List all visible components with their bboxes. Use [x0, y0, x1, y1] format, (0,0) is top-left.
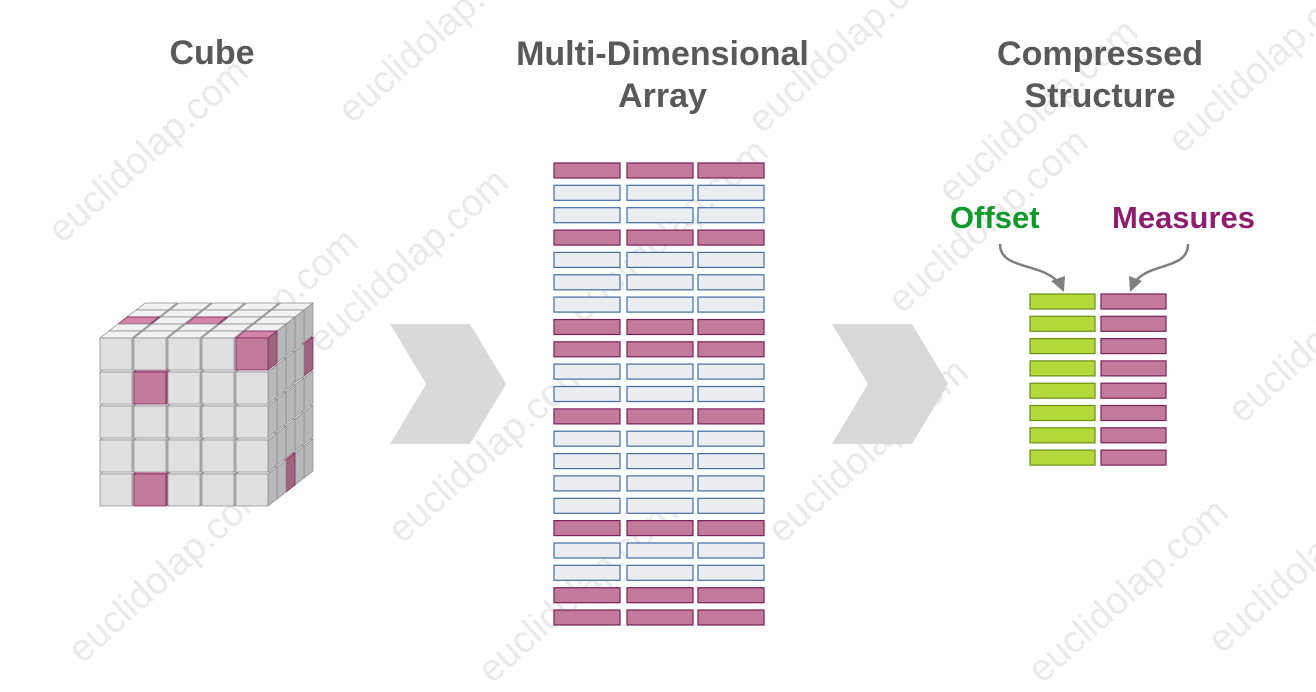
array-cell-empty	[627, 364, 693, 379]
array-cell-empty	[627, 498, 693, 513]
array-cell-empty	[627, 565, 693, 580]
measure-cell	[1101, 339, 1166, 354]
array-cell-empty	[554, 275, 620, 290]
measure-cell	[1101, 383, 1166, 398]
measures-pointer-arrow	[1135, 244, 1188, 282]
array-cell-empty	[627, 543, 693, 558]
compressed-structure-grid	[1030, 294, 1166, 465]
measure-cell	[1101, 294, 1166, 309]
offset-cell	[1030, 428, 1095, 443]
array-cell-empty	[627, 476, 693, 491]
array-cell-filled	[554, 521, 620, 536]
array-cell-filled	[698, 409, 764, 424]
array-cell-filled	[698, 610, 764, 625]
array-cell-filled	[554, 409, 620, 424]
array-cell-filled	[698, 588, 764, 603]
multi-dimensional-array-grid	[554, 163, 764, 625]
array-cell-empty	[698, 252, 764, 267]
cube-cell	[236, 399, 277, 438]
array-cell-empty	[698, 476, 764, 491]
array-cell-filled	[554, 588, 620, 603]
array-cell-empty	[627, 387, 693, 402]
chevron-arrow-icon	[390, 324, 506, 444]
array-cell-empty	[698, 208, 764, 223]
offset-cell	[1030, 316, 1095, 331]
array-cell-empty	[698, 498, 764, 513]
array-cell-empty	[698, 431, 764, 446]
array-cell-filled	[698, 163, 764, 178]
array-cell-filled	[554, 320, 620, 335]
array-cell-filled	[627, 163, 693, 178]
array-cell-filled	[554, 163, 620, 178]
array-cell-filled	[627, 230, 693, 245]
cube-graphic	[100, 303, 313, 506]
array-cell-filled	[627, 320, 693, 335]
array-cell-empty	[554, 498, 620, 513]
array-cell-filled	[627, 521, 693, 536]
array-cell-empty	[698, 275, 764, 290]
array-cell-filled	[627, 342, 693, 357]
diagram-canvas	[0, 0, 1316, 673]
offset-label: Offset	[950, 200, 1040, 236]
array-cell-empty	[627, 275, 693, 290]
cube-cell-highlighted	[236, 331, 277, 370]
offset-cell	[1030, 406, 1095, 421]
cube-cell	[236, 433, 277, 472]
array-cell-empty	[554, 543, 620, 558]
offset-pointer-arrow	[1000, 244, 1058, 282]
cube-cell	[236, 467, 277, 506]
measures-label: Measures	[1112, 200, 1255, 236]
array-cell-filled	[627, 588, 693, 603]
array-cell-filled	[698, 521, 764, 536]
cube-cell	[236, 365, 277, 404]
array-cell-empty	[554, 252, 620, 267]
measure-cell	[1101, 361, 1166, 376]
array-cell-filled	[627, 409, 693, 424]
array-cell-empty	[554, 364, 620, 379]
array-cell-filled	[698, 342, 764, 357]
array-cell-filled	[554, 610, 620, 625]
array-cell-empty	[627, 431, 693, 446]
array-cell-filled	[698, 320, 764, 335]
array-cell-empty	[554, 565, 620, 580]
measure-cell	[1101, 406, 1166, 421]
array-cell-empty	[627, 454, 693, 469]
chevron-arrow-icon	[832, 324, 948, 444]
array-cell-empty	[627, 297, 693, 312]
measure-cell	[1101, 428, 1166, 443]
array-cell-empty	[698, 387, 764, 402]
array-cell-filled	[627, 610, 693, 625]
offset-cell	[1030, 339, 1095, 354]
offset-cell	[1030, 294, 1095, 309]
offset-cell	[1030, 450, 1095, 465]
array-cell-filled	[554, 230, 620, 245]
offset-cell	[1030, 361, 1095, 376]
offset-cell	[1030, 383, 1095, 398]
array-cell-empty	[554, 431, 620, 446]
array-cell-filled	[698, 230, 764, 245]
array-cell-empty	[554, 297, 620, 312]
array-cell-empty	[698, 185, 764, 200]
array-cell-empty	[554, 387, 620, 402]
array-cell-empty	[627, 185, 693, 200]
array-cell-empty	[627, 252, 693, 267]
array-cell-empty	[554, 476, 620, 491]
array-cell-empty	[698, 454, 764, 469]
array-cell-empty	[698, 565, 764, 580]
array-cell-filled	[554, 342, 620, 357]
array-cell-empty	[554, 208, 620, 223]
measure-cell	[1101, 316, 1166, 331]
array-cell-empty	[698, 543, 764, 558]
array-cell-empty	[554, 185, 620, 200]
array-cell-empty	[627, 208, 693, 223]
array-cell-empty	[698, 297, 764, 312]
array-cell-empty	[698, 364, 764, 379]
array-cell-empty	[554, 454, 620, 469]
measure-cell	[1101, 450, 1166, 465]
